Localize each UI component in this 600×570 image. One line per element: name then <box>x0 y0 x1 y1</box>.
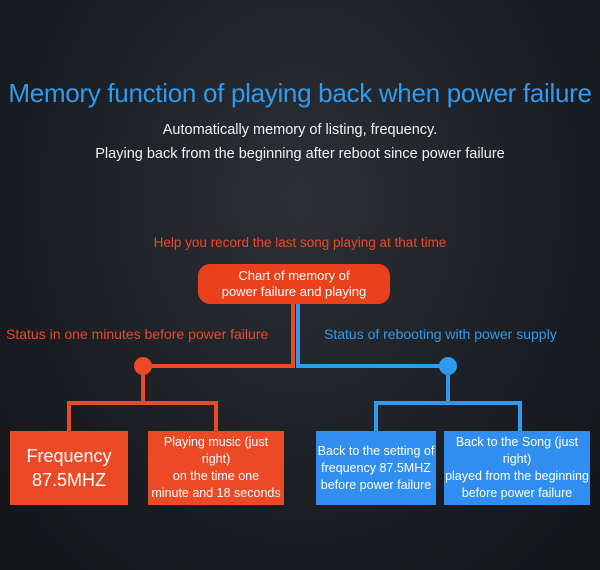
blue-connector <box>296 304 448 368</box>
center-pill: Chart of memory of power failure and pla… <box>198 264 390 304</box>
box-line: before power failure <box>320 477 432 492</box>
blue-bracket <box>374 375 522 431</box>
box-line: Playing music (just right) <box>163 435 269 466</box>
red-junction-dot <box>134 357 152 375</box>
box-line: before power failure <box>461 486 573 500</box>
box-line: Back to the setting of <box>317 443 435 458</box>
center-pill-line-1: Chart of memory of <box>238 268 350 283</box>
back-to-song-box: Back to the Song (just right) played fro… <box>444 431 590 505</box>
box-line: 87.5MHZ <box>31 470 107 490</box>
hint-text: Help you record the last song playing at… <box>153 235 447 250</box>
box-line: Back to the Song (just right) <box>455 435 579 466</box>
back-to-frequency-box: Back to the setting of frequency 87.5MHZ… <box>316 431 436 505</box>
box-line: frequency 87.5MHZ <box>321 460 431 475</box>
subtitle-line-1: Automatically memory of listing, frequen… <box>162 122 438 138</box>
box-line: on the time one <box>172 469 260 483</box>
box-line: Frequency <box>26 446 112 466</box>
playing-music-box: Playing music (just right) on the time o… <box>148 431 284 505</box>
frequency-box: Frequency 87.5MHZ <box>10 431 128 505</box>
page-title: Memory function of playing back when pow… <box>8 78 592 108</box>
blue-junction-dot <box>439 357 457 375</box>
right-status-label: Status of rebooting with power supply <box>324 326 557 342</box>
red-bracket <box>67 375 218 431</box>
center-pill-line-2: power failure and playing <box>221 284 367 299</box>
box-line: played from the beginning <box>445 469 589 483</box>
left-status-label: Status in one minutes before power failu… <box>6 326 269 342</box>
box-line: minute and 18 seconds <box>151 486 281 500</box>
subtitle-line-2: Playing back from the beginning after re… <box>95 146 505 162</box>
red-connector <box>143 304 295 368</box>
